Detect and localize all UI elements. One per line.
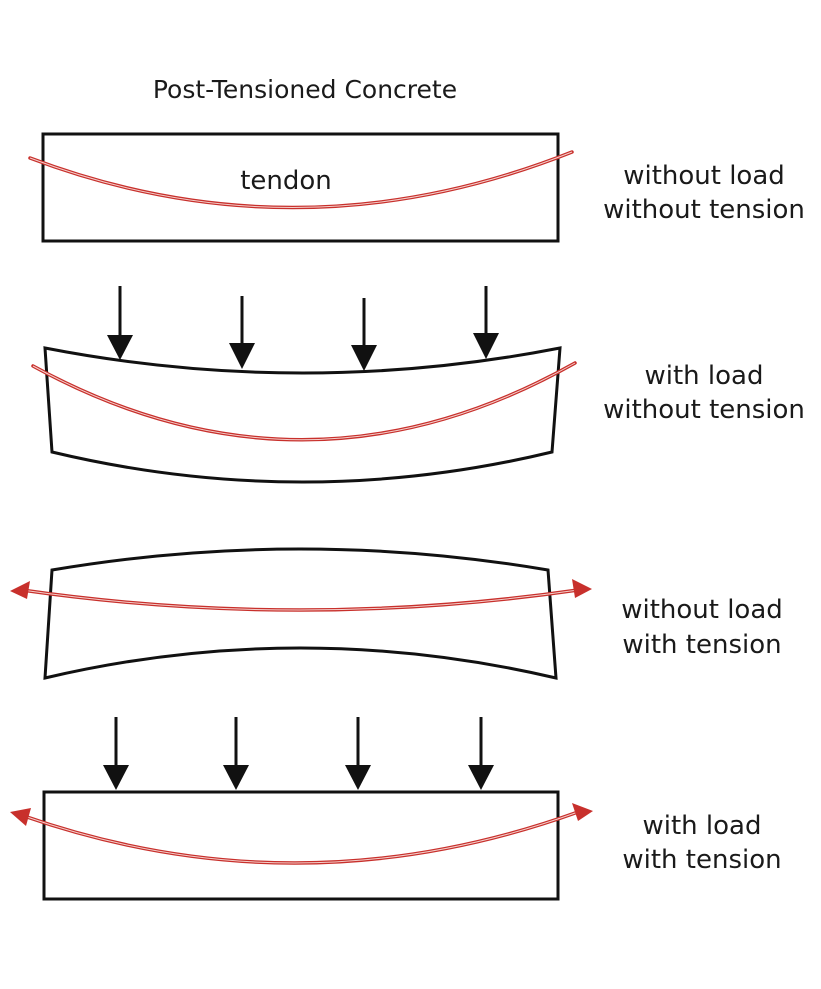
tendon-highlight <box>29 151 573 208</box>
caption-line2: with tension <box>622 845 781 875</box>
panel-load-no-tension: with load without tension <box>31 286 805 484</box>
tension-arrowhead-left <box>10 581 30 599</box>
arrowhead-down <box>223 765 249 790</box>
beam-sagging <box>43 346 562 484</box>
beam-cambered <box>43 547 558 680</box>
caption-line2: with tension <box>622 630 781 660</box>
arrowhead-down <box>345 765 371 790</box>
caption-line2: without tension <box>603 195 805 225</box>
beam-straight <box>42 790 560 901</box>
tendon-highlight <box>32 362 576 441</box>
arrowhead-down <box>468 765 494 790</box>
caption-line1: without load <box>623 161 785 191</box>
load-arrows <box>103 717 494 790</box>
arrowhead-down <box>229 343 255 369</box>
caption-line1: with load <box>645 361 764 391</box>
caption-line1: with load <box>643 811 762 841</box>
tension-arrowhead-right <box>572 803 593 821</box>
panel-no-load-no-tension: tendon without load without tension <box>28 132 805 243</box>
arrowhead-down <box>351 345 377 371</box>
arrowhead-down <box>103 765 129 790</box>
panel-no-load-tension: without load with tension <box>10 547 783 680</box>
tension-arrowhead-left <box>10 808 31 826</box>
panel-load-tension: with load with tension <box>10 717 782 901</box>
caption-line2: without tension <box>603 395 805 425</box>
arrowhead-down <box>473 333 499 359</box>
tendon-highlight <box>23 811 579 864</box>
diagram-title: Post-Tensioned Concrete <box>153 75 457 104</box>
load-arrows <box>107 286 499 371</box>
tendon-label: tendon <box>240 166 332 196</box>
tendon-highlight <box>21 589 579 611</box>
tension-arrowhead-right <box>572 579 592 598</box>
arrowhead-down <box>107 335 133 360</box>
caption-line1: without load <box>621 595 783 625</box>
